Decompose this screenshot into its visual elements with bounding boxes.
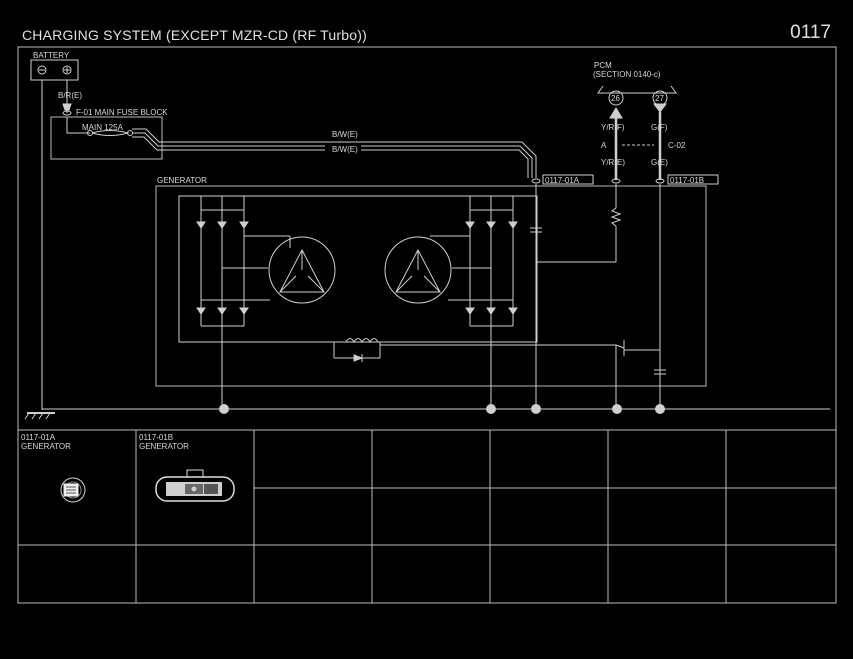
connector-01a-face [60, 477, 86, 503]
connector-01b-face: * [155, 469, 235, 502]
connector-name: GENERATOR [139, 442, 189, 451]
connector-name: GENERATOR [21, 442, 71, 451]
ground-icon [24, 412, 55, 420]
wire-bw-1: B/W(E) [332, 130, 358, 139]
connector-table [18, 430, 836, 603]
pcm-section: (SECTION 0140-c) [593, 70, 661, 79]
transistor-icon [615, 340, 660, 409]
wire-yr-e: Y/R(E) [601, 158, 625, 167]
diagram-frame [17, 46, 837, 604]
fuse-block-label: F-01 MAIN FUSE BLOCK [76, 108, 168, 117]
main-fuse-block [50, 116, 163, 160]
connector-tag-01a [542, 174, 594, 185]
right-stator [384, 236, 452, 304]
resistor-icon [610, 207, 622, 227]
svg-text:*: * [172, 487, 175, 494]
terminal-26: 26 [611, 94, 620, 103]
left-rectifier [196, 196, 291, 327]
wire-g-e: G(E) [651, 158, 668, 167]
connector-cell-01a: 0117-01A GENERATOR [21, 433, 71, 451]
connector-cell-01b: 0117-01B GENERATOR [139, 433, 189, 451]
joint-c02: C-02 [668, 141, 686, 150]
generator-box [155, 185, 707, 387]
fuse-label: MAIN 125A [82, 123, 124, 132]
wire-yr-f: Y/R(F) [601, 123, 625, 132]
wire-battery-out: B/R(E) [58, 91, 82, 100]
page-number: 0117 [790, 22, 831, 43]
generator-label: GENERATOR [157, 176, 207, 185]
terminal-27: 27 [655, 94, 664, 103]
battery-label: BATTERY [33, 51, 70, 60]
connector-tag-01b [667, 174, 719, 185]
pcm-label: PCM [594, 61, 612, 70]
wire-bw-2: B/W(E) [332, 145, 358, 154]
wire-g-f: G(F) [651, 123, 668, 132]
pin-a: A [601, 141, 607, 150]
right-rectifier [430, 196, 518, 327]
field-coil [222, 338, 616, 362]
connector-code: 0117-01B [139, 433, 174, 442]
svg-text:0117-01A: 0117-01A [545, 176, 580, 185]
page-title: CHARGING SYSTEM (EXCEPT MZR-CD (RF Turbo… [22, 27, 367, 43]
left-stator [268, 236, 336, 304]
svg-text:0117-01B: 0117-01B [670, 176, 704, 185]
battery-symbol [30, 59, 79, 81]
connector-code: 0117-01A [21, 433, 56, 442]
